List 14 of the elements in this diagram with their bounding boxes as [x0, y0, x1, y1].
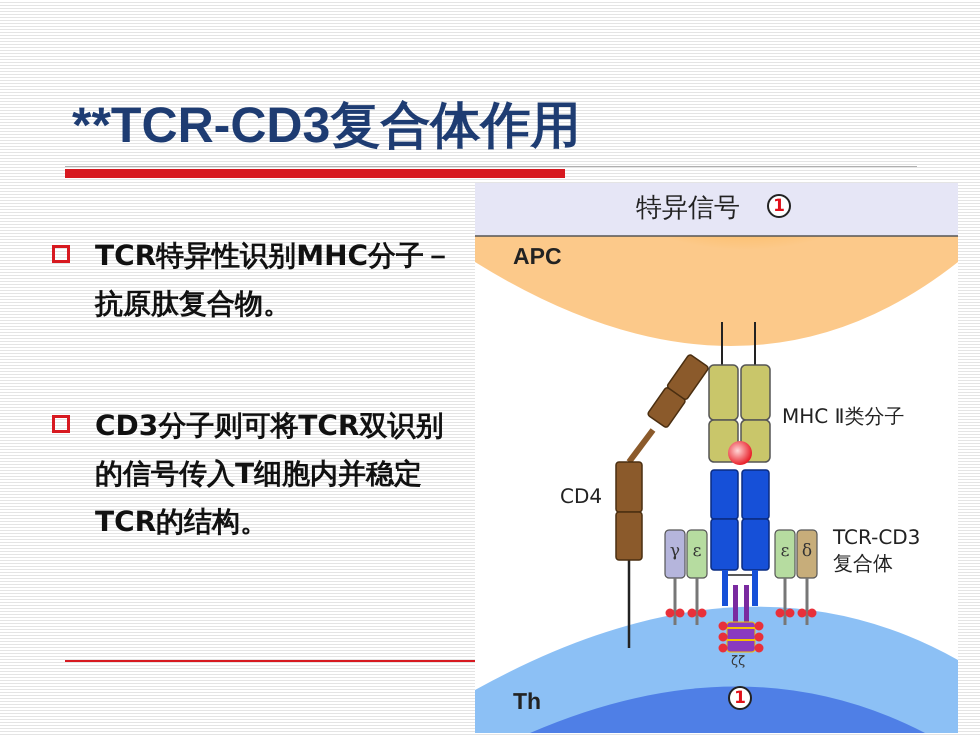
chain-letter: ε [780, 541, 790, 561]
molecule-label: CD4 [560, 484, 602, 508]
bullet-text: TCR特异性识别MHC分子－抗原肽复合物。 [95, 238, 454, 322]
molecule-label: TCR-CD3 复合体 [833, 524, 922, 576]
chain-letter: ε [692, 541, 702, 561]
slide-title: **TCR-CD3复合体作用 [72, 96, 580, 155]
chain-letter: ζζ [731, 654, 746, 669]
chain-letter: δ [800, 541, 814, 561]
chain-letter: γ [668, 541, 682, 561]
molecule-label: MHC Ⅱ类分子 [782, 403, 904, 430]
cell-label: APC [513, 243, 562, 270]
cell-label: Th [513, 688, 542, 715]
bullet-text: CD3分子则可将TCR双识别的信号传入T细胞内并稳定TCR的结构。 [95, 408, 444, 540]
signal-label: 特异信号 [636, 192, 740, 225]
